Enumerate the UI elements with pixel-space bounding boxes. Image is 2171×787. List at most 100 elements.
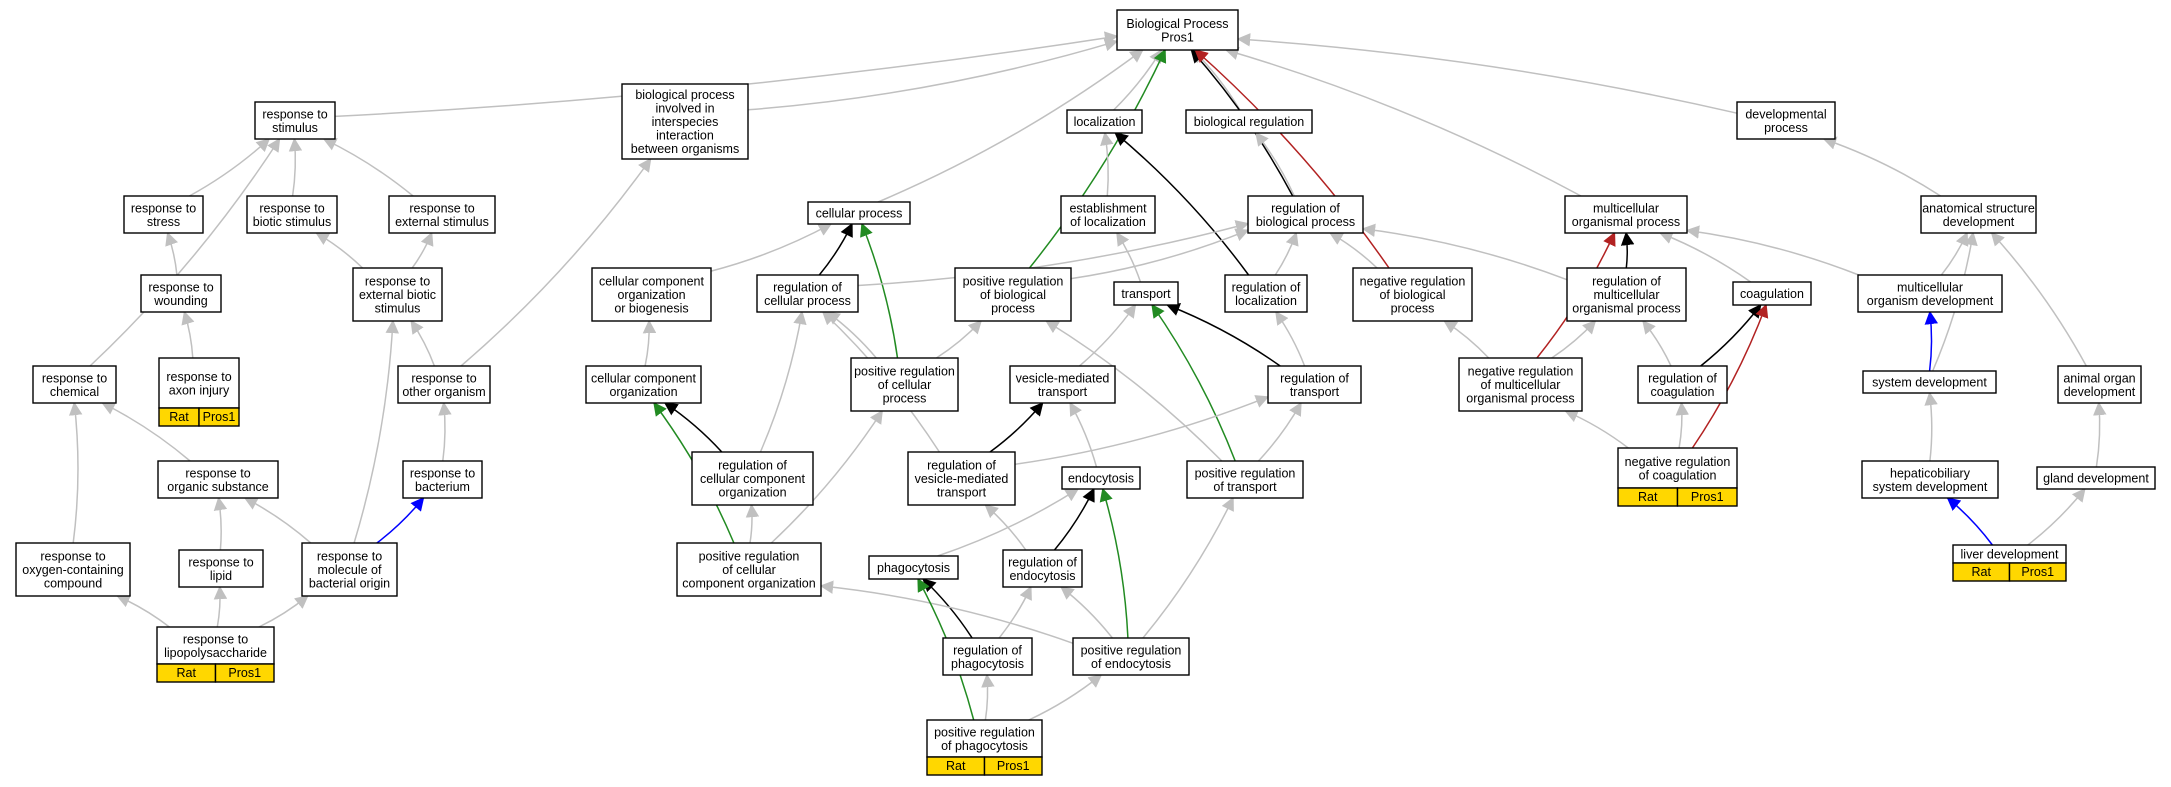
edge-is-a	[2093, 401, 2107, 468]
go-term-label: cellular component	[700, 472, 805, 486]
go-term-box	[388, 195, 496, 234]
species-tag-label: Rat	[177, 666, 197, 680]
go-term-box	[1617, 447, 1738, 489]
go-term-label: component organization	[682, 577, 815, 591]
go-term-node-coagulation: coagulation	[1732, 281, 1812, 306]
go-term-box	[621, 83, 749, 160]
go-term-label: chemical	[50, 385, 99, 399]
go-term-label: cellular component	[599, 275, 704, 289]
go-term-label: response to	[409, 201, 474, 215]
go-term-box	[397, 365, 491, 404]
edge-is-a	[189, 138, 271, 197]
go-term-box	[1066, 109, 1143, 134]
go-term-label: process	[883, 392, 927, 406]
go-term-box	[2057, 365, 2142, 404]
go-term-box	[1061, 466, 1141, 490]
go-term-label: response to	[411, 371, 476, 385]
go-term-label: stimulus	[272, 121, 318, 135]
edge-is-a	[1142, 496, 1234, 639]
edge-is-a	[710, 223, 833, 272]
go-term-box	[156, 626, 275, 665]
edge-is-a	[165, 231, 179, 276]
go-term-label: transport	[1121, 287, 1171, 301]
go-term-label: response to	[131, 201, 196, 215]
go-term-box	[1861, 460, 1999, 499]
edge-is-a	[410, 319, 436, 367]
go-term-label: system development	[1873, 480, 1988, 494]
go-term-box	[954, 267, 1072, 322]
species-tag-label: Rat	[169, 410, 189, 424]
go-term-node-localization: localization	[1066, 109, 1143, 134]
go-term-label: oxygen-containing	[22, 563, 124, 577]
edge-is-a	[411, 231, 434, 269]
go-term-label: positive regulation	[699, 550, 800, 564]
edge-is-a	[998, 585, 1032, 639]
edge-is-a	[1100, 131, 1114, 197]
edge-is-a	[243, 497, 312, 544]
go-term-box	[1002, 549, 1083, 588]
go-term-label: lipopolysaccharide	[164, 646, 267, 660]
go-term-label: regulation of	[1271, 201, 1340, 215]
edge-is-a	[89, 137, 281, 367]
go-term-label: vesicle-mediated	[1016, 371, 1110, 385]
go-term-box	[178, 549, 264, 588]
edge-is-a	[181, 310, 195, 359]
go-term-label: endocytosis	[1009, 569, 1075, 583]
edge-is-a	[1113, 48, 1163, 111]
go-term-label: other organism	[402, 385, 485, 399]
go-term-label: Biological Process	[1126, 17, 1228, 31]
edge-is-a	[101, 402, 191, 462]
edge-is-a	[1822, 136, 1942, 197]
go-term-label: coagulation	[1651, 385, 1715, 399]
go-term-box	[1060, 195, 1156, 234]
go-term-box	[1862, 370, 1997, 394]
go-term-label: liver development	[1961, 548, 2059, 562]
edge-is-a	[1274, 231, 1299, 276]
go-term-label: developmental	[1745, 107, 1826, 121]
species-tag-label: Rat	[1972, 565, 1992, 579]
go-term-node-gland-dev: gland development	[2036, 466, 2156, 490]
edge-is-a	[1116, 231, 1142, 283]
go-term-box	[1732, 281, 1812, 306]
edge-layer	[68, 31, 2107, 721]
edge-is-a	[213, 496, 228, 551]
go-term-box	[1186, 460, 1304, 499]
go-term-label: positive regulation	[1081, 643, 1182, 657]
go-term-box	[123, 195, 204, 234]
go-term-box	[1564, 195, 1688, 234]
go-term-label: development	[2064, 385, 2136, 399]
go-term-box	[1458, 357, 1583, 412]
go-term-label: response to	[262, 107, 327, 121]
go-term-node-system-dev: system development	[1862, 370, 1997, 394]
go-term-label: organismal process	[1572, 215, 1680, 229]
edge-is-a	[826, 311, 877, 359]
go-term-label: axon injury	[169, 383, 230, 397]
edge-is-a	[116, 594, 170, 628]
edge-is-a	[1275, 310, 1306, 367]
edge-is-a	[877, 49, 1144, 203]
go-term-label: development	[1943, 215, 2015, 229]
go-term-box	[158, 357, 240, 409]
edge-is-a	[1329, 232, 1378, 269]
edge-is-a	[1658, 231, 1752, 283]
go-term-box	[1247, 195, 1364, 234]
go-term-label: response to	[185, 466, 250, 480]
edge-positively-regulates	[1099, 487, 1129, 639]
edge-is-a	[1224, 46, 1582, 197]
edge-part-of	[1166, 303, 1281, 367]
go-term-label: organic substance	[167, 480, 269, 494]
